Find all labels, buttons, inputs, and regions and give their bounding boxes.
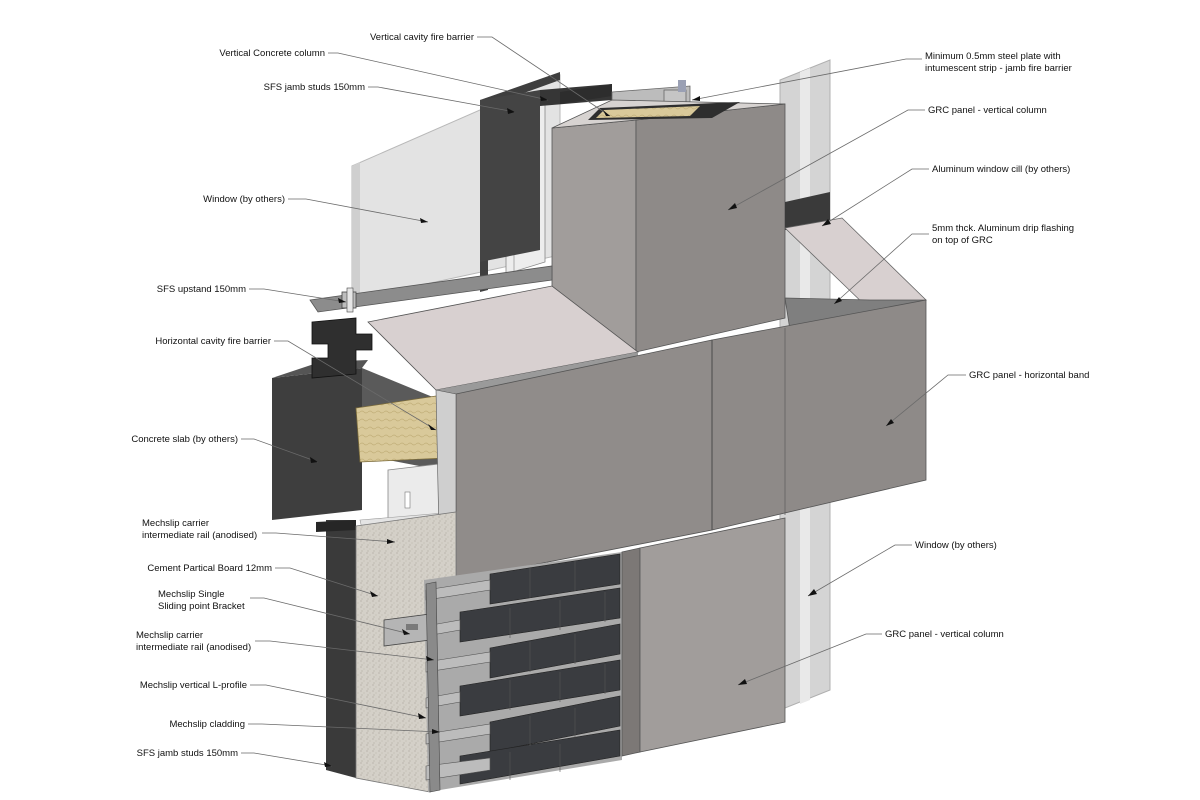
grc-vertical-column-bottom <box>621 517 786 757</box>
label-sfs-upstand: SFS upstand 150mm <box>157 284 246 295</box>
left-top-flashing <box>367 285 639 398</box>
mechslip-bracket <box>383 613 431 647</box>
label-window-right: Window (by others) <box>915 540 997 551</box>
label-mechslip-carrier-rail-bottom-1: Mechslip carrier <box>136 630 203 641</box>
label-grc-vertical-column-bottom: GRC panel - vertical column <box>885 629 1004 640</box>
label-mechslip-vertical-l-profile: Mechslip vertical L-profile <box>140 680 247 691</box>
labels-right: Minimum 0.5mm steel plate with intumesce… <box>885 51 1089 640</box>
label-sfs-jamb-studs-top: SFS jamb studs 150mm <box>264 82 365 93</box>
label-mechslip-carrier-rail-top-1: Mechslip carrier <box>142 518 209 529</box>
label-aluminium-window-cill: Aluminum window cill (by others) <box>932 164 1070 175</box>
mechslip-carrier-rails <box>425 579 491 781</box>
label-grc-vertical-column-top: GRC panel - vertical column <box>928 105 1047 116</box>
grc-vertical-column-top <box>551 99 786 353</box>
vertical-concrete-column <box>480 84 612 262</box>
label-sfs-jamb-studs-bottom: SFS jamb studs 150mm <box>137 748 238 759</box>
label-drip-flashing-2: on top of GRC <box>932 235 993 246</box>
label-window-left: Window (by others) <box>203 194 285 205</box>
grc-horizontal-band <box>435 299 927 585</box>
label-mechslip-single-bracket-1: Mechslip Single <box>158 589 225 600</box>
sfs-upstand <box>309 265 553 313</box>
label-mechslip-cladding: Mechslip cladding <box>169 719 245 730</box>
label-mechslip-carrier-rail-top-2: intermediate rail (anodised) <box>142 530 257 541</box>
leader-lines <box>241 36 966 767</box>
label-grc-horizontal-band: GRC panel - horizontal band <box>969 370 1089 381</box>
label-concrete-slab: Concrete slab (by others) <box>131 434 238 445</box>
label-horizontal-cavity-fire-barrier: Horizontal cavity fire barrier <box>155 336 271 347</box>
mechslip-vertical-l-profile <box>425 581 441 793</box>
label-vertical-concrete-column: Vertical Concrete column <box>219 48 325 59</box>
label-steel-plate-2: intumescent strip - jamb fire barrier <box>925 63 1072 74</box>
label-cement-particle-board: Cement Partical Board 12mm <box>147 563 272 574</box>
label-drip-flashing-1: 5mm thck. Aluminum drip flashing <box>932 223 1074 234</box>
label-mechslip-carrier-rail-bottom-2: intermediate rail (anodised) <box>136 642 251 653</box>
label-mechslip-single-bracket-2: Sliding point Bracket <box>158 601 245 612</box>
label-steel-plate-1: Minimum 0.5mm steel plate with <box>925 51 1061 62</box>
label-vertical-cavity-fire-barrier: Vertical cavity fire barrier <box>370 32 474 43</box>
labels-left: Vertical cavity fire barrier Vertical Co… <box>131 32 474 759</box>
